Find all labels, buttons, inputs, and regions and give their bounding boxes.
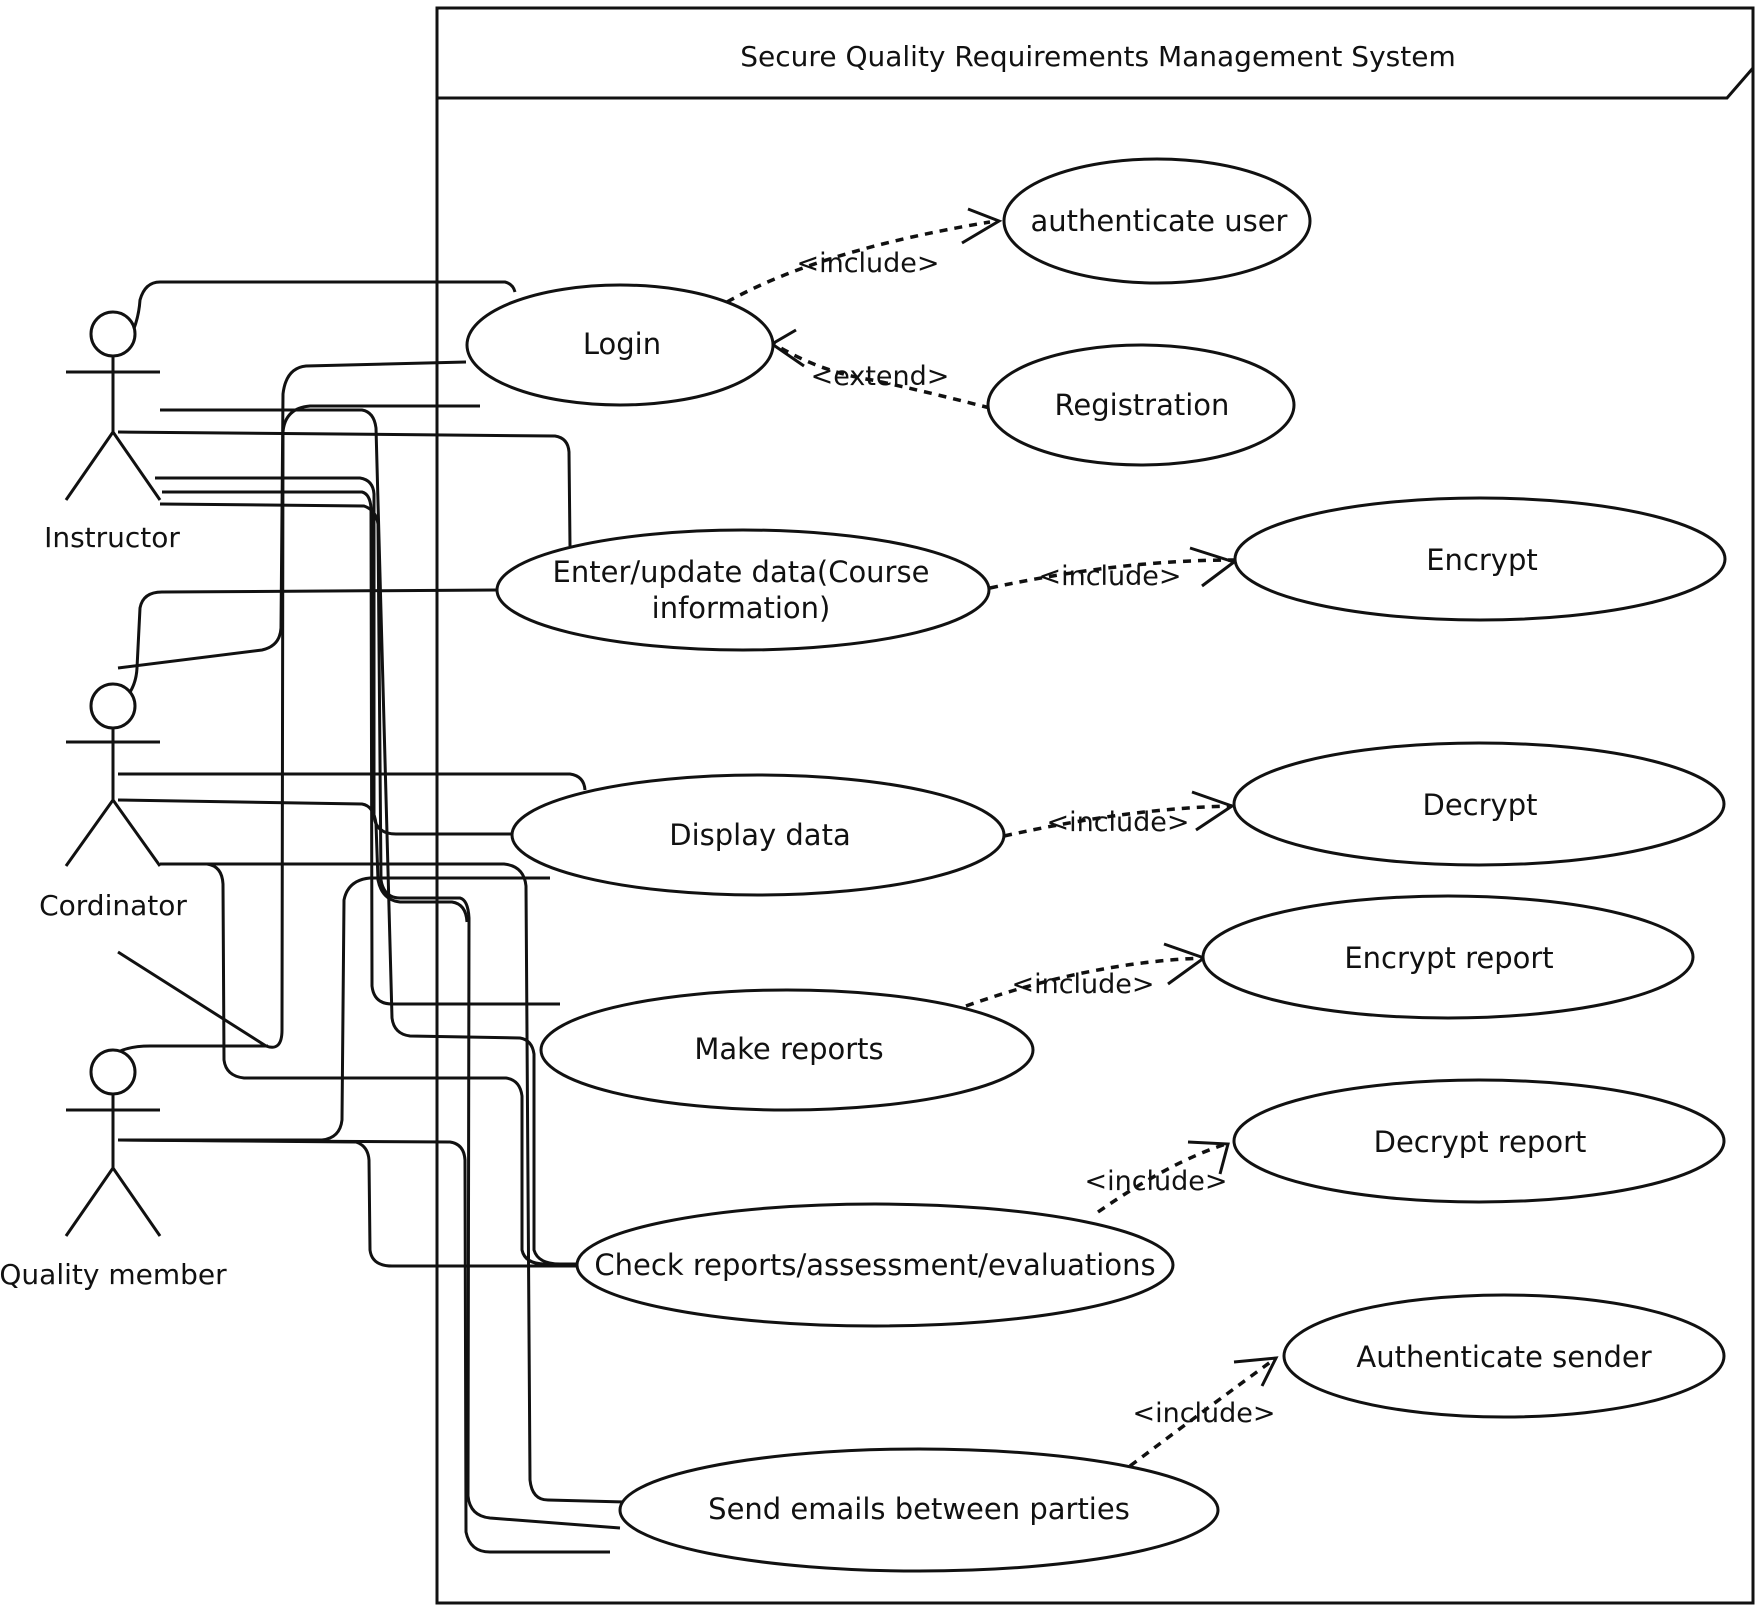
arrowhead-decrypt-report (1187, 1140, 1230, 1175)
use-case-enter-update-data[interactable]: Enter/update data(Course information) (495, 528, 991, 652)
use-case-check-reports[interactable]: Check reports/assessment/evaluations (575, 1202, 1175, 1328)
use-case-encrypt-report-shape[interactable] (1201, 894, 1695, 1020)
use-case-check-reports-label: Check reports/assessment/evaluations (594, 1248, 1155, 1282)
use-case-authenticate-sender-label: Authenticate sender (1356, 1340, 1651, 1374)
use-case-registration[interactable]: Registration (986, 343, 1296, 467)
use-case-check-reports-shape[interactable] (575, 1202, 1175, 1328)
label-include-authenticate: <include> (796, 248, 939, 279)
assoc-quality-display (118, 876, 550, 1142)
use-case-decrypt-report[interactable]: Decrypt report (1232, 1078, 1726, 1204)
use-case-enter-update-data-label-2: information) (652, 591, 831, 625)
stereotype-labels: <include> <extend> <include> <include> <… (796, 248, 1275, 1429)
assoc-coordinator-send (160, 862, 577, 1266)
label-include-decrypt-report: <include> (1084, 1166, 1227, 1197)
actor-coordinator-head (89, 682, 137, 730)
use-case-registration-label: Registration (1055, 388, 1230, 422)
include-login-authenticate (726, 220, 991, 304)
include-check-decrypt-report (1097, 1142, 1227, 1214)
assoc-instructor-enter (117, 430, 572, 547)
use-case-enter-update-data-shape[interactable] (495, 528, 991, 652)
use-case-decrypt-report-shape[interactable] (1232, 1078, 1726, 1204)
assoc-instructor-check (160, 408, 578, 1266)
actor-instructor-head (89, 310, 137, 358)
use-case-encrypt-report[interactable]: Encrypt report (1201, 894, 1695, 1020)
assoc-coordinator-check (160, 862, 626, 1504)
use-case-send-emails-label: Send emails between parties (708, 1492, 1130, 1526)
actor-coordinator-label: Cordinator (39, 889, 187, 922)
use-case-make-reports-label: Make reports (694, 1032, 883, 1066)
association-lines (117, 280, 626, 1554)
label-include-decrypt: <include> (1046, 807, 1189, 838)
use-case-decrypt-report-label: Decrypt report (1374, 1125, 1587, 1159)
label-include-encrypt-report: <include> (1011, 969, 1154, 1000)
assoc-instructor-reports (162, 490, 560, 1006)
actor-instructor-label: Instructor (44, 521, 180, 554)
assoc-quality-login (117, 1044, 268, 1054)
dependency-lines (726, 207, 1279, 1468)
assoc-instructor-emails (159, 502, 621, 1530)
assoc-quality-send (117, 1138, 610, 1554)
use-case-decrypt[interactable]: Decrypt (1232, 741, 1726, 867)
arrowhead-authenticate-user (961, 207, 1003, 245)
actor-quality-member-body (64, 1094, 162, 1237)
use-case-login-label: Login (583, 327, 661, 361)
include-send-authenticate-sender (1128, 1356, 1278, 1468)
use-case-send-emails-shape[interactable] (618, 1447, 1220, 1573)
assoc-coordinator-reports (117, 798, 469, 923)
system-title: Secure Quality Requirements Management S… (740, 40, 1455, 73)
label-include-authenticate-sender: <include> (1132, 1398, 1275, 1429)
use-case-encrypt[interactable]: Encrypt (1233, 496, 1727, 622)
use-case-login[interactable]: Login (465, 283, 775, 407)
use-case-authenticate-sender-shape[interactable] (1282, 1293, 1726, 1419)
assoc-coordinator-display (118, 772, 587, 791)
use-case-decrypt-label: Decrypt (1423, 788, 1538, 822)
actor-coordinator[interactable]: Cordinator (39, 682, 187, 922)
assoc-quality-check (117, 1138, 578, 1268)
actor-quality-member[interactable]: Quality member (0, 1048, 227, 1291)
assoc-coordinator-login-a (117, 360, 467, 670)
use-case-encrypt-report-label: Encrypt report (1344, 941, 1553, 975)
use-case-display-data-label: Display data (669, 818, 850, 852)
label-extend-registration: <extend> (811, 361, 950, 392)
use-case-display-data-shape[interactable] (510, 773, 1006, 897)
actor-instructor-body (64, 356, 162, 501)
use-case-make-reports[interactable]: Make reports (539, 988, 1035, 1112)
actor-instructor[interactable]: Instructor (44, 310, 180, 554)
actor-quality-member-label: Quality member (0, 1258, 227, 1291)
use-case-login-shape[interactable] (465, 283, 775, 407)
use-case-authenticate-user-shape[interactable] (1002, 157, 1312, 285)
use-case-authenticate-user[interactable]: authenticate user (1002, 157, 1312, 285)
include-enter-encrypt (989, 558, 1235, 590)
use-case-enter-update-data-label-1: Enter/update data(Course (553, 555, 930, 589)
use-case-make-reports-shape[interactable] (539, 988, 1035, 1112)
include-display-decrypt (1003, 804, 1233, 838)
system-title-tab (437, 67, 1755, 100)
extend-registration-login (773, 342, 991, 410)
use-case-display-data[interactable]: Display data (510, 773, 1006, 897)
use-case-registration-shape[interactable] (986, 343, 1296, 467)
assoc-coordinator-login-b (117, 404, 480, 1049)
label-include-encrypt: <include> (1038, 561, 1181, 592)
use-case-authenticate-sender[interactable]: Authenticate sender (1282, 1293, 1726, 1419)
use-case-encrypt-label: Encrypt (1426, 543, 1538, 577)
use-case-authenticate-user-label: authenticate user (1031, 204, 1288, 238)
use-case-encrypt-shape[interactable] (1233, 496, 1727, 622)
arrowhead-authenticate-sender (1233, 1356, 1279, 1387)
use-case-send-emails[interactable]: Send emails between parties (618, 1447, 1220, 1573)
actor-coordinator-body (64, 728, 162, 867)
include-reports-encrypt-report (965, 956, 1205, 1008)
actor-quality-member-head (89, 1048, 137, 1096)
arrowhead-decrypt (1191, 790, 1236, 832)
use-case-decrypt-shape[interactable] (1232, 741, 1726, 867)
